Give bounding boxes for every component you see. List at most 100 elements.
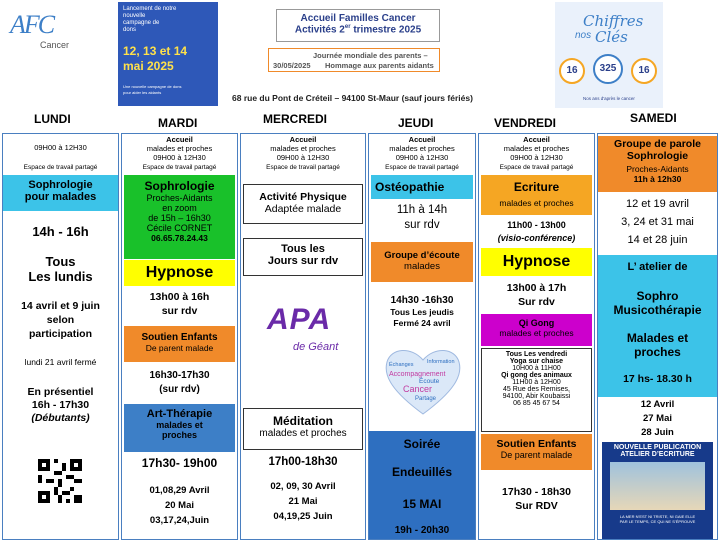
poster-nos: nos <box>575 30 592 41</box>
page-subtitle: Activités 2er trimestre 2025 <box>294 24 422 36</box>
ven-y3: 10H00 à 11H00 <box>512 365 561 372</box>
mardi-sout-time1: 16h30-17h30 <box>149 370 210 381</box>
banner-small1: Une nouvelle campagne de dons <box>123 84 182 89</box>
jeu-ost-t1: 11h à 14h <box>396 204 448 216</box>
banner-line3: campagne de <box>123 20 160 26</box>
mardi-art2: malades et <box>156 420 203 430</box>
sam-publication-box: NOUVELLE PUBLICATION ATELIER D’ECRITURE … <box>602 442 713 539</box>
jeu-groupe-box: Groupe d’écoute malades <box>371 242 473 282</box>
mer-act2: Adaptée malade <box>264 203 342 215</box>
column-lundi: 09H00 à 12H30 Espace de travail partagé … <box>2 133 119 540</box>
banner-line4: dons <box>123 27 137 33</box>
ven-yoga-box: Tous Les vendredi Yoga sur chaise 10H00 … <box>481 348 592 432</box>
ven-y7: 94100, Abir Koubaissi <box>502 393 571 400</box>
title-box: Accueil Familles Cancer Activités 2er tr… <box>276 9 440 42</box>
jeu-hours: 09H00 à 12H30 <box>395 153 449 162</box>
jeu-space: Espace de travail partagé <box>385 164 459 171</box>
mer-act1: Activité Physique <box>259 191 347 203</box>
lundi-dates1: 14 avril et 9 juin <box>21 300 100 312</box>
sam-at1: L’ atelier de <box>627 261 688 273</box>
mer-activite-box: Activité Physique Adaptée malade <box>243 184 363 224</box>
jeu-soir2: Endeuillés <box>391 465 453 479</box>
mer-med-time: 17h00-18h30 <box>268 456 338 468</box>
ven-sout-t1: 17h30 - 18h30 <box>502 486 571 498</box>
mardi-soph5: Cécile CORNET <box>146 223 213 233</box>
sam-atelier-box: L’ atelier de Sophro Musicothérapie Mala… <box>598 255 717 397</box>
column-vendredi: Accueil malades et proches 09H00 à 12H30… <box>478 133 595 540</box>
banner-dates: 12, 13 et 14 <box>123 44 188 58</box>
mer-space: Espace de travail partagé <box>266 164 340 171</box>
day-header-mardi: MARDI <box>158 116 198 130</box>
heart-word5: Cancer <box>403 384 433 394</box>
ven-sout1: Soutien Enfants <box>496 438 577 450</box>
jeu-soir1: Soirée <box>403 437 441 451</box>
sam-d3: 14 et 28 juin <box>627 234 688 246</box>
jeu-grp2: malades <box>404 261 440 272</box>
apa-text: APA <box>267 303 332 336</box>
note-line1: Journée mondiale des parents – <box>313 51 428 60</box>
poster-footer: Nos ans d'après le cancer <box>583 96 635 101</box>
banner-month: mai 2025 <box>123 59 174 73</box>
ven-sout-t2: Sur RDV <box>515 500 558 512</box>
banner-small2: pour aider les aidants <box>123 90 162 95</box>
lundi-pres1: En présentiel <box>27 386 94 398</box>
mardi-art1: Art-Thérapie <box>146 408 213 420</box>
ven-ecr-t2: (visio-conférence) <box>497 233 576 243</box>
mardi-sout1: Soutien Enfants <box>141 332 218 343</box>
poster-circle-1: 16 <box>559 58 585 84</box>
lundi-space: Espace de travail partagé <box>23 164 98 171</box>
sam-pub1: NOUVELLE PUBLICATION <box>613 444 702 451</box>
ven-sout2: De parent malade <box>500 450 573 460</box>
jeu-osteo-box: Ostéopathie <box>371 175 473 199</box>
poster-circle-2: 325 <box>593 54 623 84</box>
day-header-samedi: SAMEDI <box>630 111 677 125</box>
lundi-dates3: participation <box>28 328 92 340</box>
page-title: Accueil Familles Cancer <box>300 13 416 24</box>
jeu-soir4: 19h - 20h30 <box>394 525 450 536</box>
donation-banner: Lancement de notre nouvelle campagne de … <box>118 2 218 106</box>
ven-hyp-t2: Sur rdv <box>518 296 555 308</box>
mardi-hours: 09H00 à 12H30 <box>153 153 206 162</box>
ven-space: Espace de travail partagé <box>499 164 574 171</box>
mardi-space: Espace de travail partagé <box>142 164 217 171</box>
mer-tous2: Jours sur rdv <box>267 255 339 267</box>
column-jeudi: Accueil malades et proches 09H00 à 12H30… <box>368 133 476 540</box>
ven-qi2: malades et proches <box>499 328 574 338</box>
sam-g1: Groupe de parole <box>614 138 701 150</box>
sam-pub2: ATELIER D’ECRITURE <box>620 451 695 458</box>
ven-ecr-t1: 11h00 - 13h00 <box>507 220 566 230</box>
heart-icon <box>385 350 461 415</box>
heart-word4: Écoute <box>419 378 440 385</box>
mer-med-d3: 04,19,25 Juin <box>273 511 333 522</box>
sam-g2: Sophrologie <box>626 150 689 162</box>
mardi-soph6: 06.65.78.24.43 <box>151 233 208 243</box>
mardi-accueil: Accueil <box>166 135 193 144</box>
mardi-art-time: 17h30- 19h00 <box>141 456 218 470</box>
sam-at5: proches <box>634 345 681 359</box>
jeu-grp1: Groupe d’écoute <box>384 250 460 261</box>
ven-y6: 45 Rue des Remises, <box>503 386 570 393</box>
ven-hours: 09H00 à 12H30 <box>510 153 563 162</box>
mardi-hyp-time2: sur rdv <box>161 305 198 317</box>
ven-hypnose-box: Hypnose <box>481 248 592 276</box>
lundi-soph-title1: Sophrologie <box>28 179 93 191</box>
lundi-pres2: 16h - 17h30 <box>31 399 90 411</box>
sam-d2: 3, 24 et 31 mai <box>621 216 694 228</box>
sam-m1: 12 Avril <box>640 399 675 410</box>
mardi-art-d2: 20 Mai <box>164 500 195 511</box>
day-header-vendredi: VENDREDI <box>494 116 557 130</box>
ven-hyp-t1: 13h00 à 17h <box>506 282 567 294</box>
lundi-sophrologie-box: Sophrologie pour malades <box>3 175 118 211</box>
sam-groupe-box: Groupe de parole Sophrologie Proches-Aid… <box>598 136 717 192</box>
mardi-art-box: Art-Thérapie malades et proches <box>124 404 235 452</box>
banner-line2: nouvelle <box>123 13 146 19</box>
mardi-hypnose-box: Hypnose <box>124 260 235 286</box>
mardi-art3: proches <box>161 430 197 440</box>
day-header-lundi: LUNDI <box>34 112 71 126</box>
lundi-hours: 09H00 à 12H30 <box>34 143 87 152</box>
sam-g4: 11h à 12h30 <box>633 174 682 184</box>
qr-code-icon[interactable] <box>38 459 82 503</box>
banner-line1: Lancement de notre <box>123 6 177 12</box>
mer-med-d2: 21 Mai <box>288 496 318 507</box>
lundi-soph-title2: pour malades <box>24 191 97 203</box>
